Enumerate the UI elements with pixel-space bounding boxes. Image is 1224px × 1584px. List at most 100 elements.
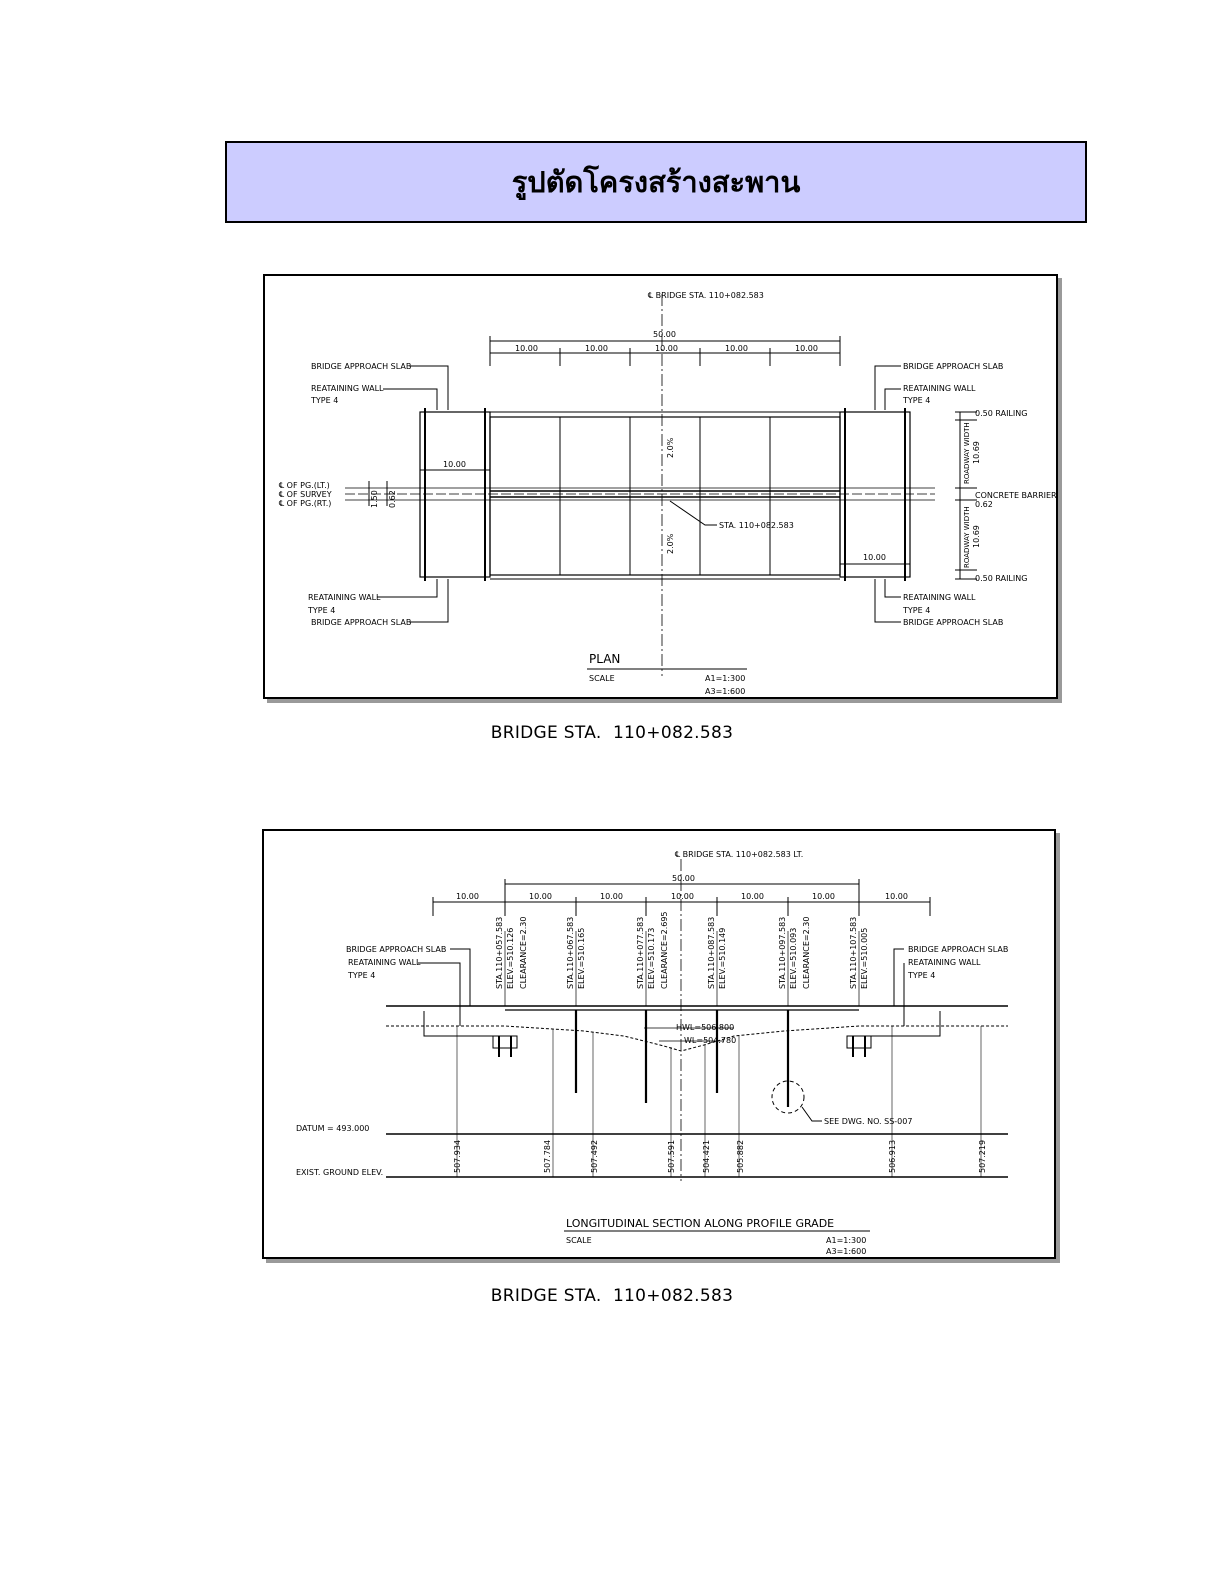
- plan-scale-a1: A1=1:300: [705, 674, 745, 683]
- plan-span-label-2: 10.00: [585, 344, 608, 353]
- section-caption: BRIDGE STA. 110+082.583: [490, 1286, 734, 1306]
- plan-span-label-3: 10.00: [655, 344, 678, 353]
- plan-span-label-5: 10.00: [795, 344, 818, 353]
- section-station-label: STA.110+057.583: [495, 917, 504, 989]
- section-span-label-1: 10.00: [456, 892, 479, 901]
- plan-roadway-bottom-value: 10.69: [972, 525, 981, 548]
- section-left-slab: BRIDGE APPROACH SLAB: [346, 945, 446, 954]
- section-span-label-5: 10.00: [741, 892, 764, 901]
- section-see-dwg: SEE DWG. NO. SS-007: [824, 1117, 912, 1126]
- plan-slope-bottom: 2.0%: [666, 533, 675, 554]
- section-ground-elev: 507.934: [453, 1140, 462, 1173]
- section-station-label: ELEV.=510.093: [789, 928, 798, 989]
- section-ground-elev: 507.219: [978, 1140, 987, 1173]
- section-scale-a3: A3=1:600: [826, 1247, 866, 1256]
- plan-right-bottom-wall: REATAINING WALL: [903, 593, 976, 602]
- section-span-label-2: 10.00: [529, 892, 552, 901]
- plan-roadway-bottom: ROADWAY WIDTH: [963, 506, 971, 568]
- section-total-span: 50.00: [672, 874, 695, 883]
- section-view-title: LONGITUDINAL SECTION ALONG PROFILE GRADE: [566, 1217, 834, 1230]
- section-right-slab: BRIDGE APPROACH SLAB: [908, 945, 1008, 954]
- plan-scale-a3: A3=1:600: [705, 687, 745, 696]
- plan-scale-label: SCALE: [589, 674, 615, 683]
- section-ground-elev: 507.591: [667, 1140, 676, 1173]
- section-span-label-6: 10.00: [812, 892, 835, 901]
- section-station-label: ELEV.=510.173: [647, 928, 656, 989]
- plan-right-bottom-slab: BRIDGE APPROACH SLAB: [903, 618, 1003, 627]
- plan-total-span: 50.00: [653, 330, 676, 339]
- section-drawing-frame: ℄ BRIDGE STA. 110+082.583 LT. 50.00 10.0…: [262, 829, 1056, 1259]
- plan-right-top-wall: REATAINING WALL: [903, 384, 976, 393]
- section-station-label: ELEV.=510.005: [860, 928, 869, 989]
- section-ground-elev: 506.913: [888, 1140, 897, 1173]
- section-station-label: CLEARANCE=2.30: [802, 917, 811, 989]
- section-hwl: HWL=506.800: [676, 1023, 734, 1032]
- section-ground-elev: 507.784: [543, 1140, 552, 1173]
- section-station-label: STA.110+077.583: [636, 917, 645, 989]
- plan-left-bottom-type: TYPE 4: [307, 606, 335, 615]
- plan-pg-rt: ℄ OF PG.(RT.): [279, 499, 331, 508]
- plan-railing-top: 0.50 RAILING: [975, 409, 1027, 418]
- section-left-wall: REATAINING WALL: [348, 958, 421, 967]
- section-station-label: CLEARANCE=2.30: [519, 917, 528, 989]
- section-span-label-4: 10.00: [671, 892, 694, 901]
- plan-right-bottom-type: TYPE 4: [902, 606, 930, 615]
- section-station-label: ELEV.=510.126: [506, 928, 515, 989]
- section-scale-a1: A1=1:300: [826, 1236, 866, 1245]
- section-station-label: CLEARANCE=2.695: [660, 911, 669, 989]
- plan-right-top-type: TYPE 4: [902, 396, 930, 405]
- plan-drawing-frame: ℄ BRIDGE STA. 110+082.583 50.00 10.00 10…: [263, 274, 1058, 699]
- section-scale-label: SCALE: [566, 1236, 592, 1245]
- plan-approach-right-dim: 10.00: [863, 553, 886, 562]
- plan-barrier-value: 0.62: [975, 500, 993, 509]
- section-wl: WL=504.780: [684, 1036, 736, 1045]
- section-station-label: STA.110+097.583: [778, 917, 787, 989]
- plan-roadway-top-value: 10.69: [972, 441, 981, 464]
- plan-caption: BRIDGE STA. 110+082.583: [490, 723, 734, 743]
- section-right-type: TYPE 4: [907, 971, 935, 980]
- plan-approach-left-dim: 10.00: [443, 460, 466, 469]
- plan-offset-1: 1.50: [370, 490, 379, 508]
- plan-survey: ℄ OF SURVEY: [279, 490, 332, 499]
- plan-roadway-top: ROADWAY WIDTH: [963, 422, 971, 484]
- section-span-label-3: 10.00: [600, 892, 623, 901]
- section-span-label-7: 10.00: [885, 892, 908, 901]
- plan-left-bottom-wall: REATAINING WALL: [308, 593, 381, 602]
- plan-view-title: PLAN: [589, 652, 620, 666]
- section-drawing: ℄ BRIDGE STA. 110+082.583 LT. 50.00 10.0…: [296, 850, 1008, 1256]
- section-detail-circle: [771, 1080, 805, 1114]
- section-station-label: STA.110+087.583: [707, 917, 716, 989]
- plan-centerline-label: ℄ BRIDGE STA. 110+082.583: [648, 291, 764, 300]
- plan-right-top-slab: BRIDGE APPROACH SLAB: [903, 362, 1003, 371]
- plan-left-top-type: TYPE 4: [310, 396, 338, 405]
- plan-railing-bottom: 0.50 RAILING: [975, 574, 1027, 583]
- plan-slope-top: 2.0%: [666, 437, 675, 458]
- plan-span-label-1: 10.00: [515, 344, 538, 353]
- section-ground-label: EXIST. GROUND ELEV.: [296, 1168, 383, 1177]
- plan-left-top-slab: BRIDGE APPROACH SLAB: [311, 362, 411, 371]
- page-title: รูปตัดโครงสร้างสะพาน: [511, 165, 801, 199]
- plan-drawing: ℄ BRIDGE STA. 110+082.583 50.00 10.00 10…: [279, 291, 1057, 696]
- section-ground-line: [386, 1025, 1008, 1052]
- plan-approach-slab-left: [419, 411, 491, 578]
- section-ground-elev: 507.492: [590, 1140, 599, 1173]
- section-station-label: STA.110+067.583: [566, 917, 575, 989]
- plan-span-label-4: 10.00: [725, 344, 748, 353]
- section-station-label: ELEV.=510.165: [577, 928, 586, 989]
- section-ground-elev: 505.882: [736, 1140, 745, 1173]
- plan-offset-2: 0.62: [388, 490, 397, 508]
- section-datum: DATUM = 493.000: [296, 1124, 369, 1133]
- plan-sta-callout: STA. 110+082.583: [719, 521, 794, 530]
- section-station-label: ELEV.=510.149: [718, 928, 727, 989]
- page-title-box: รูปตัดโครงสร้างสะพาน: [225, 141, 1087, 223]
- plan-pg-lt: ℄ OF PG.(LT.): [279, 481, 330, 490]
- section-left-type: TYPE 4: [347, 971, 375, 980]
- plan-barrier: CONCRETE BARRIER: [975, 491, 1057, 500]
- plan-left-top-wall: REATAINING WALL: [311, 384, 384, 393]
- plan-bridge-deck: [489, 416, 841, 576]
- section-ground-elev: 504.421: [702, 1140, 711, 1173]
- section-station-label: STA.110+107.583: [849, 917, 858, 989]
- section-right-wall: REATAINING WALL: [908, 958, 981, 967]
- plan-left-bottom-slab: BRIDGE APPROACH SLAB: [311, 618, 411, 627]
- section-centerline-label: ℄ BRIDGE STA. 110+082.583 LT.: [675, 850, 803, 859]
